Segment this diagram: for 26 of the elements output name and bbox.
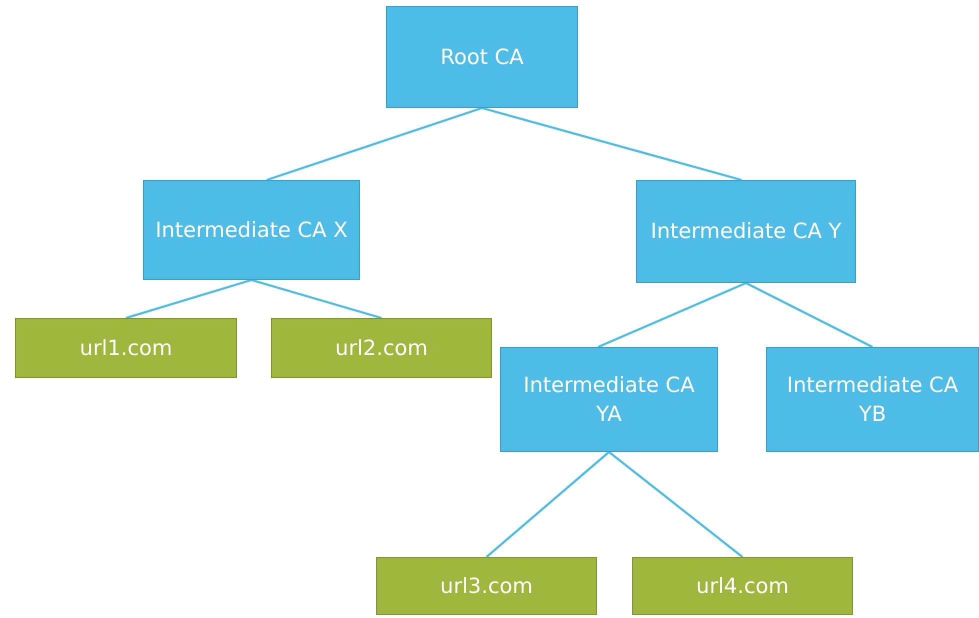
ca-box xyxy=(766,347,979,452)
node-label: Intermediate CA YB xyxy=(786,372,960,428)
domain-box xyxy=(632,557,853,615)
ca-box xyxy=(636,180,856,283)
connector-line xyxy=(126,278,252,320)
connector-line xyxy=(482,106,742,182)
connector-line xyxy=(486,451,610,558)
connector-line xyxy=(251,278,382,320)
connector-line xyxy=(266,106,482,182)
node-label: Intermediate CA Y xyxy=(650,218,842,246)
domain-box xyxy=(15,318,237,378)
connector-line xyxy=(746,282,873,348)
domain-box xyxy=(376,557,597,615)
connector-line xyxy=(608,451,744,558)
node-label: url2.com xyxy=(335,334,428,362)
node-label: url3.com xyxy=(440,572,533,600)
domain-box xyxy=(271,318,492,378)
ca-box xyxy=(386,6,578,108)
node-label: Intermediate CA YA xyxy=(522,372,696,428)
node-label: Root CA xyxy=(440,44,524,71)
ca-box xyxy=(500,347,718,452)
node-label: url4.com xyxy=(696,572,789,600)
ca-box xyxy=(143,180,360,280)
node-label: Intermediate CA X xyxy=(155,216,348,244)
connector-line xyxy=(598,282,746,348)
node-label: url1.com xyxy=(80,334,172,362)
